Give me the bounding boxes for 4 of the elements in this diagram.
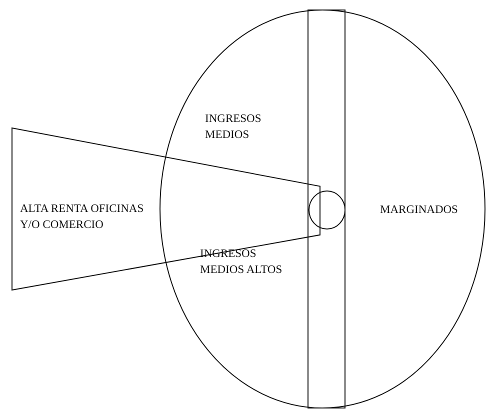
zone-label: INGRESOS MEDIOS ALTOS [200, 247, 284, 278]
zone-label: MARGINADOS [380, 203, 459, 218]
sector-label: ALTA RENTA OFICINAS Y/O COMERCIO [20, 202, 145, 233]
zone-label: INGRESOS MEDIOS [205, 112, 262, 143]
